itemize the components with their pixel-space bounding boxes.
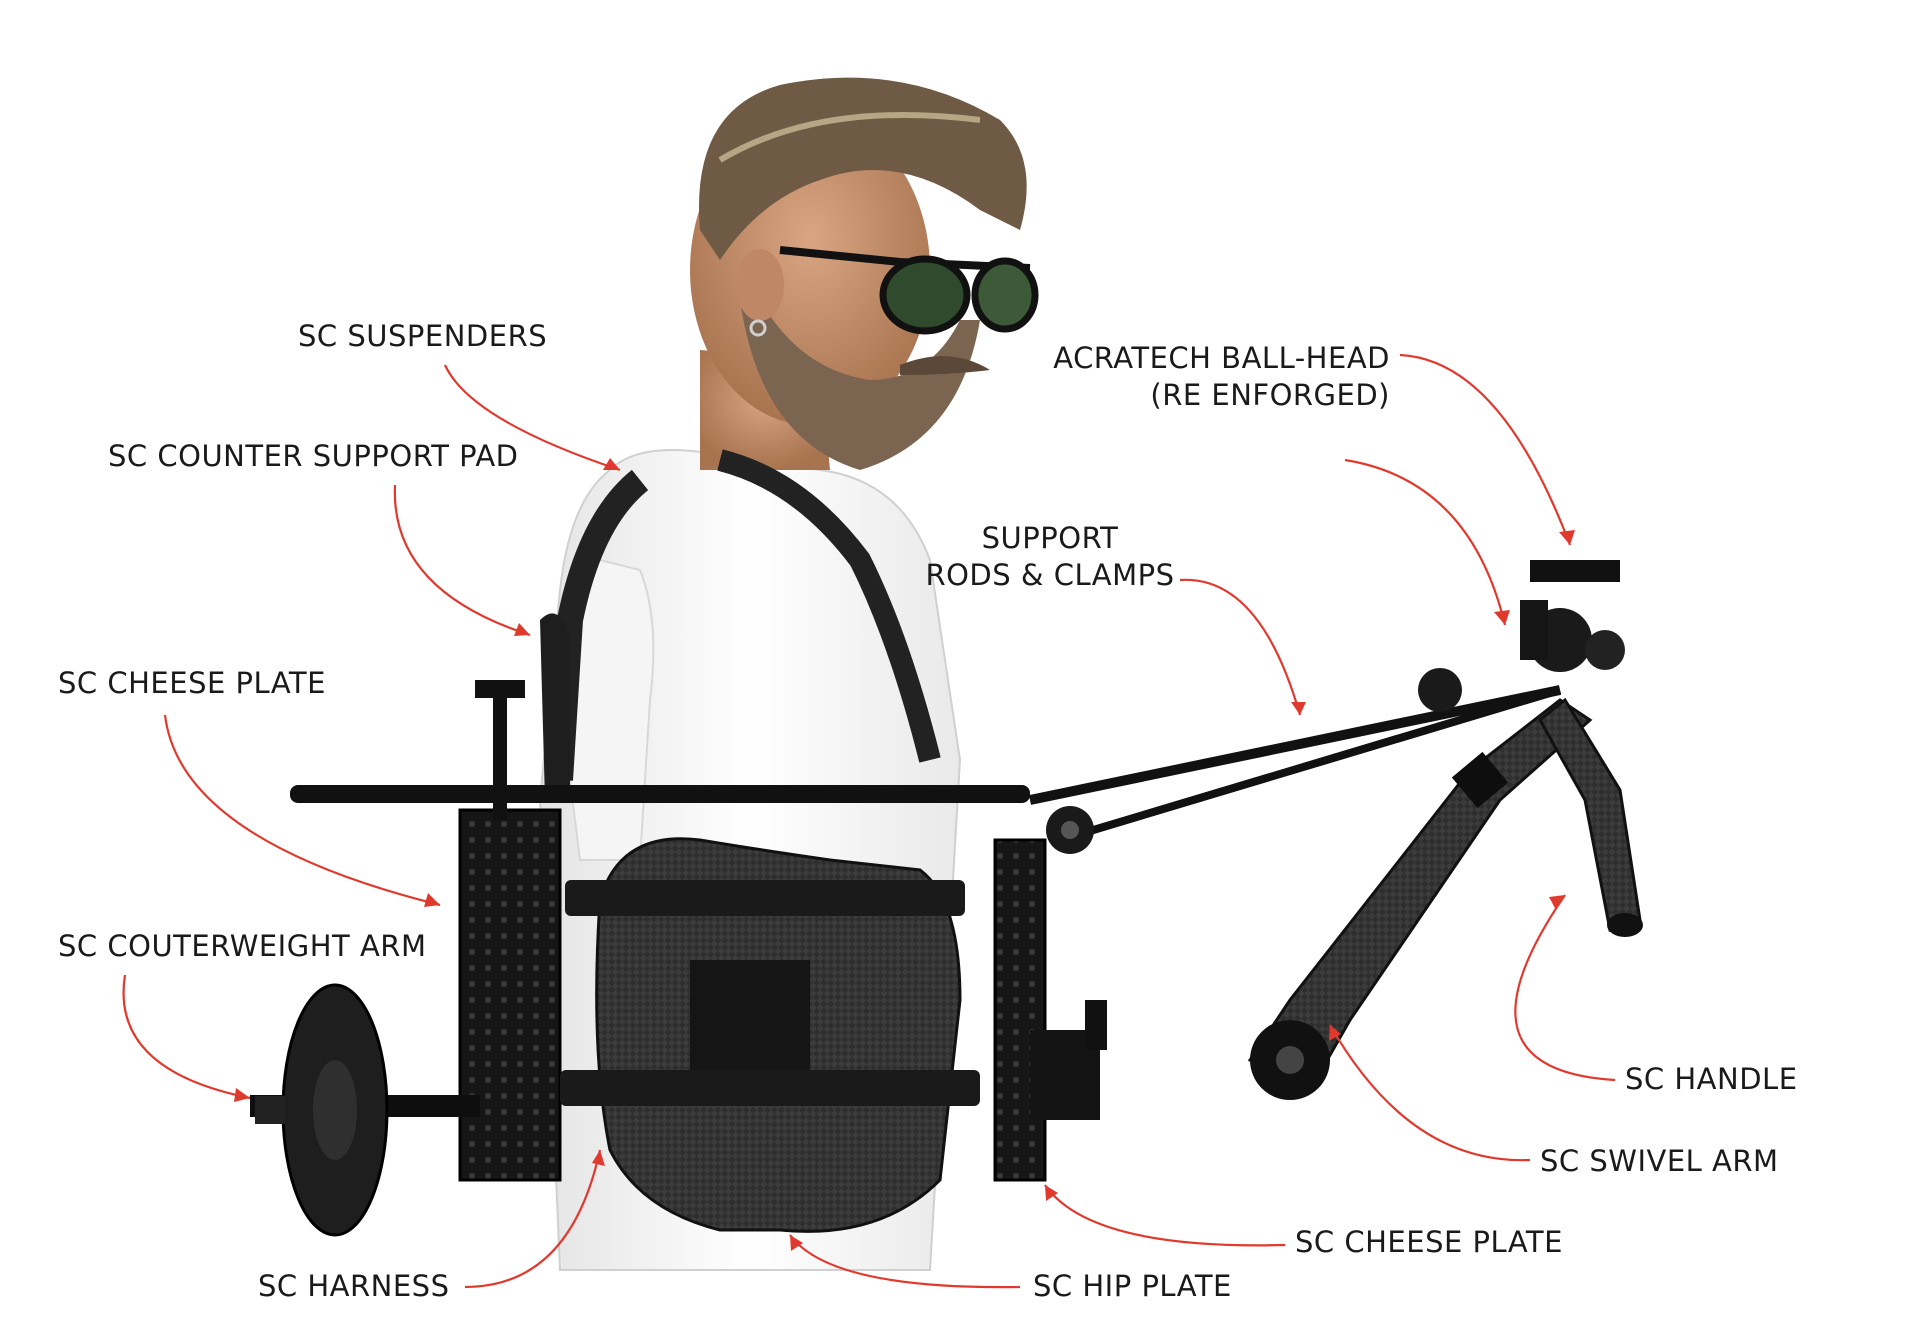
arrow-cheese-plate-left xyxy=(163,714,441,907)
arrow-support-rods xyxy=(1179,578,1302,716)
arrow-suspenders xyxy=(443,364,621,472)
arrow-ball-head-2 xyxy=(1344,458,1507,626)
callout-counter-support-pad: SC COUNTER SUPPORT PAD xyxy=(108,438,519,475)
callout-text: (RE ENFORGED) xyxy=(1150,378,1390,412)
handle xyxy=(1538,697,1643,937)
callout-text: SC SUSPENDERS xyxy=(298,319,548,353)
callout-text: SC CHEESE PLATE xyxy=(58,666,326,700)
arrow-counterweight-arm xyxy=(122,974,251,1100)
hair xyxy=(699,77,1027,260)
callout-text: ACRATECH BALL-HEAD xyxy=(1053,341,1390,375)
cheese-plate-left xyxy=(458,808,562,1182)
arrow-ball-head xyxy=(1399,353,1572,546)
arrow-heads xyxy=(234,458,1575,1251)
callout-text: SC HARNESS xyxy=(258,1269,450,1303)
callout-text: SC HANDLE xyxy=(1625,1062,1798,1096)
suspender-strap xyxy=(547,469,649,781)
callout-cheese-plate-left: SC CHEESE PLATE xyxy=(58,665,326,702)
callout-support-rods: SUPPORT RODS & CLAMPS xyxy=(925,520,1175,594)
swivel-arm xyxy=(1085,698,1593,1100)
belt-strap-top xyxy=(565,880,965,916)
arrow-cheese-plate-right xyxy=(1044,1184,1286,1247)
sunglasses xyxy=(779,246,1039,335)
support-rod-2 xyxy=(1058,686,1562,844)
arrow-harness xyxy=(464,1149,602,1289)
callout-suspenders: SC SUSPENDERS xyxy=(298,318,547,355)
callout-text: RODS & CLAMPS xyxy=(925,558,1175,592)
callout-handle: SC HANDLE xyxy=(1625,1061,1798,1098)
arrow-swivel-arm xyxy=(1329,1024,1531,1162)
callout-text: SC CHEESE PLATE xyxy=(1295,1225,1563,1259)
support-rod-1 xyxy=(1028,685,1562,805)
callout-text: SC SWIVEL ARM xyxy=(1540,1144,1779,1178)
callout-text: SC COUNTER SUPPORT PAD xyxy=(108,439,519,473)
callout-swivel-arm: SC SWIVEL ARM xyxy=(1540,1143,1779,1180)
ball-head xyxy=(1520,560,1625,672)
callout-harness: SC HARNESS xyxy=(258,1268,450,1305)
horizontal-rod xyxy=(290,785,1030,803)
callout-ball-head: ACRATECH BALL-HEAD (RE ENFORGED) xyxy=(1040,340,1390,414)
callout-text: SC HIP PLATE xyxy=(1033,1269,1232,1303)
callout-text: SC COUTERWEIGHT ARM xyxy=(58,929,427,963)
arrow-handle xyxy=(1514,894,1616,1082)
callout-arrows xyxy=(122,353,1616,1289)
callout-counterweight-arm: SC COUTERWEIGHT ARM xyxy=(58,928,426,965)
beard xyxy=(740,300,980,470)
arrow-counter-support-pad xyxy=(393,484,531,637)
callout-cheese-plate-right: SC CHEESE PLATE xyxy=(1295,1224,1563,1261)
callout-text: SUPPORT xyxy=(981,521,1119,555)
counter-support-pad xyxy=(540,613,570,800)
belt-strap-bottom xyxy=(560,1070,980,1106)
callout-hip-plate: SC HIP PLATE xyxy=(1033,1268,1232,1305)
ear xyxy=(736,249,784,321)
cheese-plate-right xyxy=(993,838,1047,1182)
arrow-hip-plate xyxy=(789,1234,1021,1289)
